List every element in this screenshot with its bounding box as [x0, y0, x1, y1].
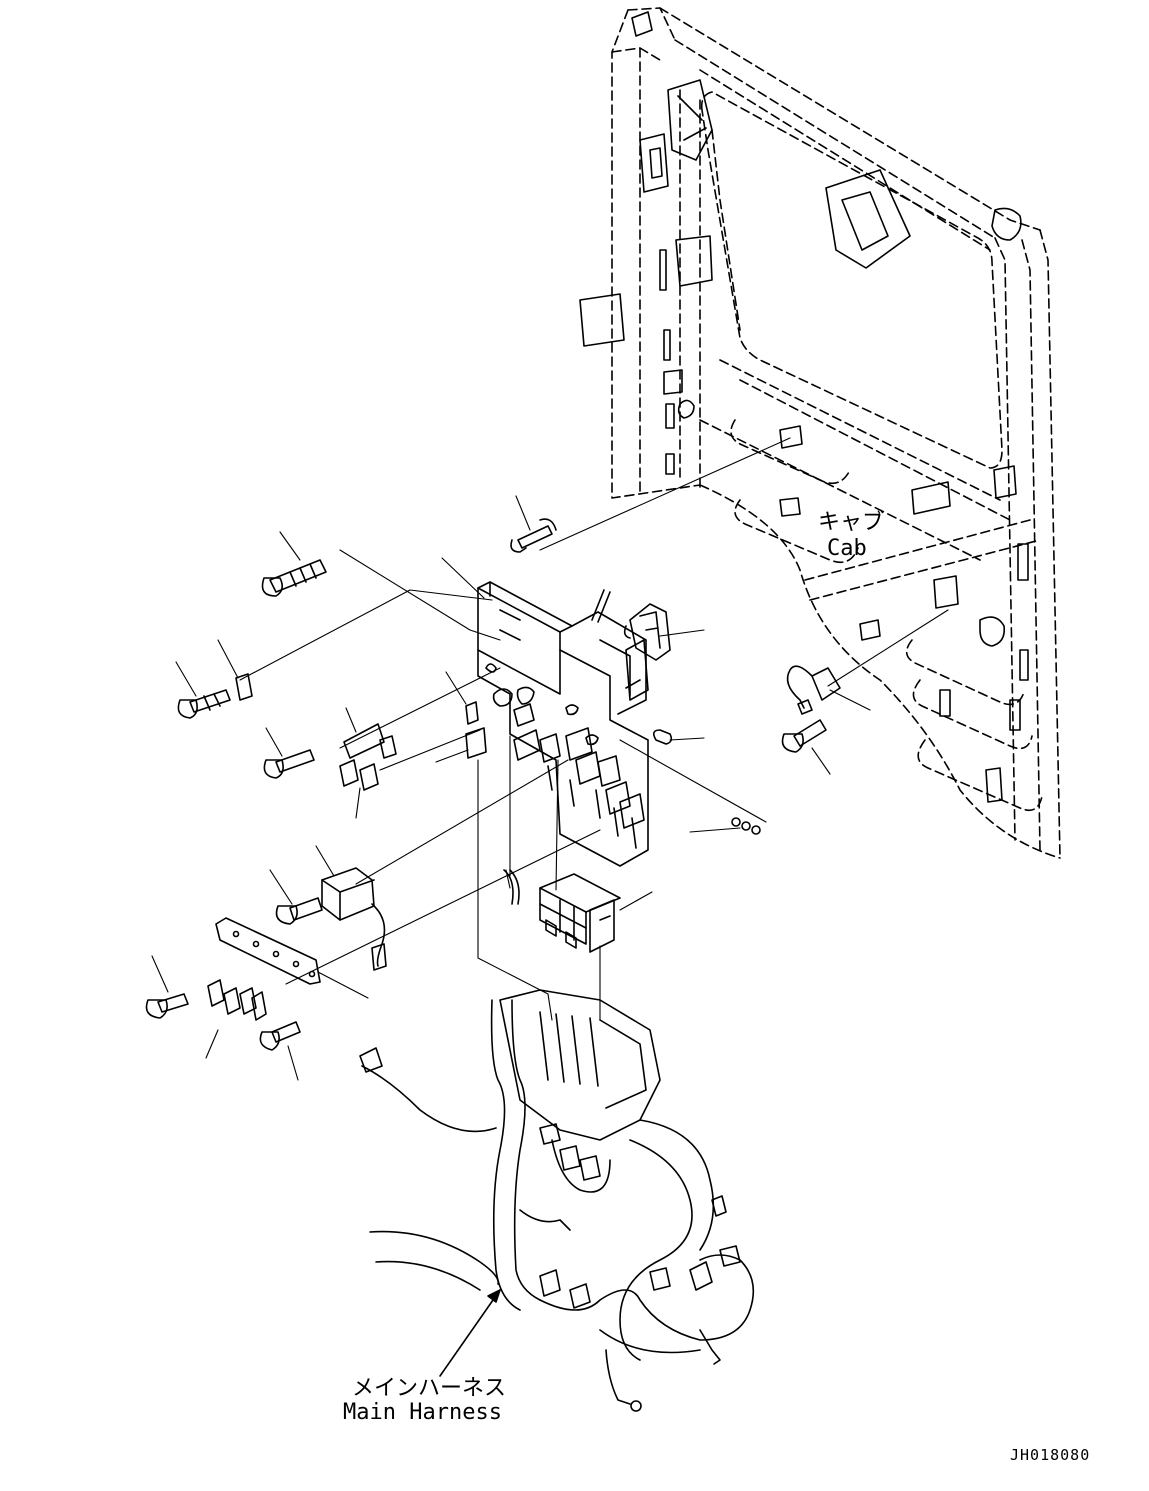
sensor-unit — [786, 665, 841, 715]
latch-part — [591, 589, 671, 661]
cab-label-japanese: キャブ — [818, 510, 885, 535]
cab-brackets — [579, 11, 1029, 803]
bolts — [145, 518, 827, 1051]
main-harness-label-english: Main Harness — [343, 1400, 502, 1425]
relay-panel-bracket — [477, 581, 649, 867]
clip-part — [652, 729, 673, 745]
leader-lines — [151, 437, 949, 1081]
cab-frame — [611, 7, 1061, 859]
main-harness — [359, 989, 755, 1412]
relay-block — [539, 873, 621, 953]
small-relays — [207, 979, 267, 1021]
document-id: JH018080 — [1010, 1446, 1091, 1464]
washers — [731, 817, 761, 835]
flat-bracket — [215, 917, 321, 985]
flasher-unit — [321, 867, 387, 971]
main-harness-label-japanese: メインハーネス — [352, 1376, 507, 1401]
harness-pointer-arrow — [439, 1289, 501, 1377]
small-connectors — [235, 673, 520, 905]
cab-label-english: Cab — [827, 536, 867, 561]
